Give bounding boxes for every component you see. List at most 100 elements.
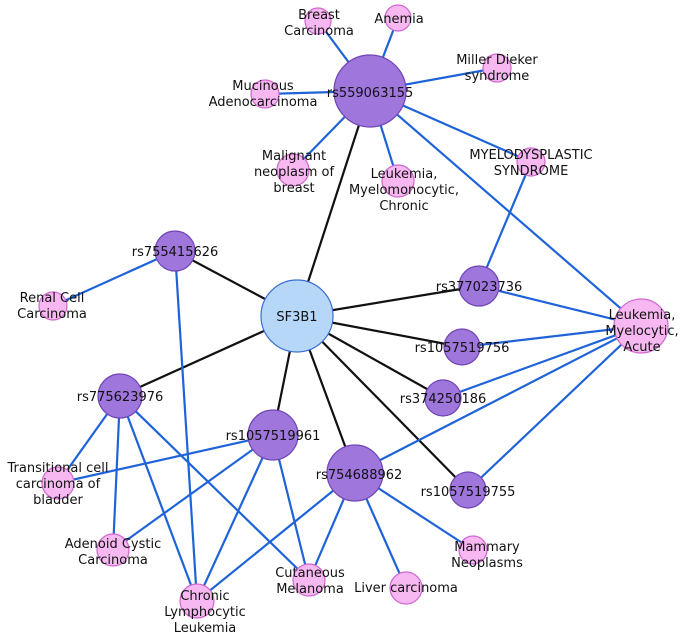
node-rs1057519961[interactable] xyxy=(247,409,299,461)
label-line: Leukemia xyxy=(174,621,237,636)
node-liver-carcinoma[interactable] xyxy=(389,571,423,605)
node-mucinous-adenocarcinoma[interactable] xyxy=(250,79,280,109)
node-transitional-cell[interactable] xyxy=(41,466,75,500)
label-line: Chronic xyxy=(180,589,229,604)
edge-rs1057519755-leukemia-myelocytic-acute xyxy=(467,325,642,491)
edge-rs377023736-leukemia-myelocytic-acute xyxy=(478,284,642,328)
label-line: Carcinoma xyxy=(78,553,148,568)
label-line: rs754688962 xyxy=(316,468,403,483)
label-line: Anemia xyxy=(374,12,423,27)
node-adenoid-cystic[interactable] xyxy=(96,533,130,567)
label-line: syndrome xyxy=(465,69,530,84)
edge-rs755415626-chronic-lymphocytic xyxy=(173,250,199,602)
edge-rs775623976-adenoid-cystic xyxy=(111,395,122,551)
label-line: Liver carcinoma xyxy=(354,581,458,596)
node-rs754688962[interactable] xyxy=(326,444,384,502)
label-line: Adenocarcinoma xyxy=(209,95,318,110)
node-renal-cell-carcinoma[interactable] xyxy=(38,291,68,321)
label-line: rs1057519756 xyxy=(415,341,510,356)
edge-rs1057519756-leukemia-myelocytic-acute xyxy=(461,324,642,349)
label-line: Cutaneous xyxy=(275,566,345,581)
label-line: rs1057519961 xyxy=(226,429,321,444)
label-line: Miller Dieker xyxy=(456,53,538,68)
edge-rs1057519961-adenoid-cystic xyxy=(112,434,274,551)
node-miller-dieker[interactable] xyxy=(482,53,512,83)
node-rs755415626[interactable] xyxy=(154,230,196,272)
label-line: Lymphocytic xyxy=(164,605,246,620)
edge-rs755415626-renal-cell-carcinoma xyxy=(52,249,176,308)
node-rs1057519756[interactable] xyxy=(443,328,481,366)
label-rs1057519961: rs1057519961 xyxy=(226,429,321,444)
label-rs559063155: rs559063155 xyxy=(327,86,414,101)
label-line: Acute xyxy=(623,340,660,355)
node-anemia[interactable] xyxy=(384,4,412,32)
label-sf3b1: SF3B1 xyxy=(276,310,317,325)
label-line: rs559063155 xyxy=(327,86,414,101)
label-line: Carcinoma xyxy=(284,24,354,39)
label-line: Leukemia, xyxy=(609,308,676,323)
node-malignant-neoplasm-breast[interactable] xyxy=(276,153,310,187)
node-rs559063155[interactable] xyxy=(333,54,407,128)
nodes-layer xyxy=(38,4,669,619)
label-rs1057519756: rs1057519756 xyxy=(415,341,510,356)
label-line: Breast xyxy=(298,8,340,23)
label-line: rs755415626 xyxy=(132,245,219,260)
node-rs775623976[interactable] xyxy=(97,373,143,419)
label-line: Renal Cell xyxy=(20,291,85,306)
node-chronic-lymphocytic[interactable] xyxy=(179,583,215,619)
label-line: rs377023736 xyxy=(436,280,523,295)
label-line: Malignant xyxy=(262,149,326,164)
label-line: Melanoma xyxy=(276,582,344,597)
node-myelodysplastic-syndrome[interactable] xyxy=(516,147,546,177)
labels-layer: SF3B1 rs559063155 rs755415626 rs377023736 rs… xyxy=(7,8,679,636)
node-rs377023736[interactable] xyxy=(458,265,500,307)
node-rs374250186[interactable] xyxy=(424,379,462,417)
label-line: Mucinous xyxy=(232,79,294,94)
label-liver-carcinoma: Liver carcinoma xyxy=(354,581,458,596)
edge-rs775623976-chronic-lymphocytic xyxy=(118,395,199,602)
edge-rs377023736-myelodysplastic-syndrome xyxy=(477,161,533,287)
label-line: breast xyxy=(273,181,314,196)
label-rs1057519755: rs1057519755 xyxy=(421,485,516,500)
label-line: Mammary xyxy=(454,540,520,555)
node-breast-carcinoma[interactable] xyxy=(304,7,332,35)
label-line: MYELODYSPLASTIC xyxy=(469,148,592,163)
node-rs1057519755[interactable] xyxy=(449,471,487,509)
label-line: Carcinoma xyxy=(17,307,87,322)
label-line: Transitional cell xyxy=(7,461,109,476)
label-line: Myelocytic, xyxy=(605,324,678,339)
label-rs377023736: rs377023736 xyxy=(436,280,523,295)
node-leukemia-myelomonocytic[interactable] xyxy=(381,164,415,198)
edge-rs754688962-chronic-lymphocytic xyxy=(196,472,356,602)
label-rs755415626: rs755415626 xyxy=(132,245,219,260)
edge-sf3b1-rs1057519755 xyxy=(296,315,469,491)
label-line: neoplasm of xyxy=(254,165,335,180)
node-leukemia-myelocytic-acute[interactable] xyxy=(613,298,669,354)
node-mammary-neoplasms[interactable] xyxy=(458,535,488,565)
label-line: rs1057519755 xyxy=(421,485,516,500)
node-sf3b1[interactable] xyxy=(260,279,334,353)
label-line: bladder xyxy=(33,493,83,508)
label-line: SYNDROME xyxy=(494,164,569,179)
label-line: Myelomonocytic, xyxy=(349,183,459,198)
label-rs754688962: rs754688962 xyxy=(316,468,403,483)
label-rs775623976: rs775623976 xyxy=(77,390,164,405)
label-line: Chronic xyxy=(379,199,428,214)
edge-rs1057519961-transitional-cell xyxy=(57,433,274,485)
label-rs374250186: rs374250186 xyxy=(400,392,487,407)
edge-rs559063155-leukemia-myelocytic-acute xyxy=(369,90,642,327)
label-leukemia-myelocytic-acute: Leukemia,Myelocytic,Acute xyxy=(605,308,678,355)
label-anemia: Anemia xyxy=(374,12,423,27)
node-cutaneous-melanoma[interactable] xyxy=(292,563,326,597)
label-line: Leukemia, xyxy=(371,167,438,182)
label-leukemia-myelomonocytic: Leukemia,Myelomonocytic,Chronic xyxy=(349,167,459,214)
